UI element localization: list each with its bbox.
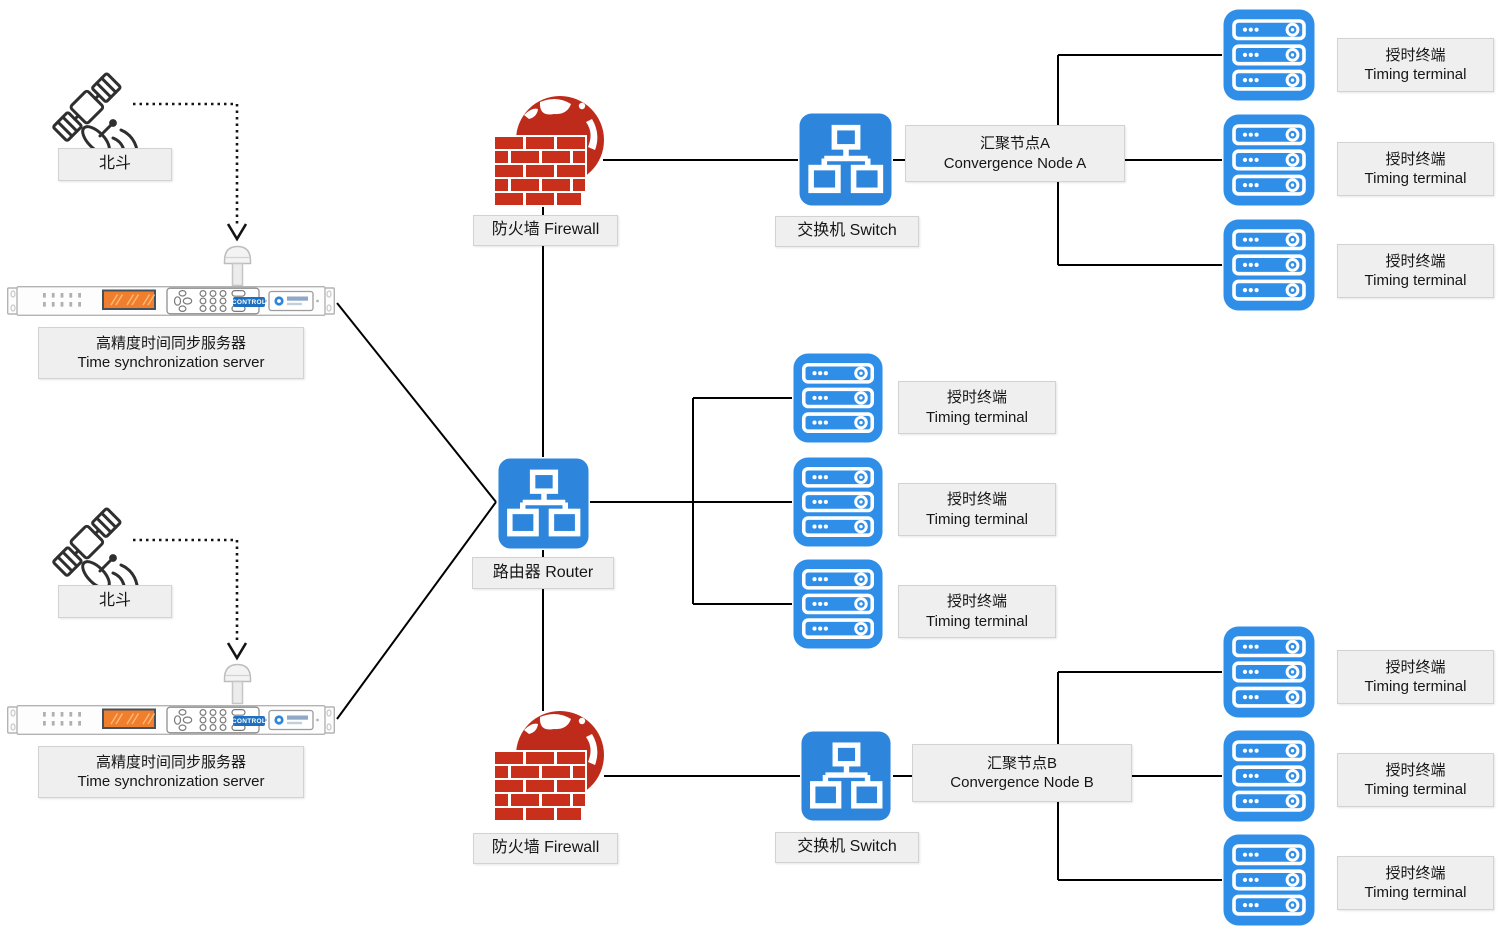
timing-terminal-zh: 授时终端 xyxy=(1385,252,1446,270)
server-stack-icon xyxy=(1222,113,1316,207)
network-switch-icon xyxy=(798,112,893,207)
gps-antenna-icon xyxy=(222,661,253,705)
convergence-node-a-zh: 汇聚节点A xyxy=(979,135,1050,152)
timing-terminal-en: Timing terminal xyxy=(926,408,1028,426)
convergence-node-b-label: 汇聚节点B Convergence Node B xyxy=(912,744,1132,802)
switch-label: 交换机 Switch xyxy=(775,832,919,863)
time-server-label-en: Time synchronization server xyxy=(77,354,265,371)
server-stack-icon xyxy=(1222,729,1316,823)
switch-label: 交换机 Switch xyxy=(775,216,919,247)
router-label: 路由器 Router xyxy=(472,557,614,589)
firewall-label-text: 防火墙 Firewall xyxy=(491,839,600,857)
timing-terminal-label: 授时终端 Timing terminal xyxy=(1337,856,1494,910)
firewall-brick-globe-icon xyxy=(494,710,609,825)
time-server-label: 高精度时间同步服务器 Time synchronization server xyxy=(38,746,304,798)
timing-terminal-zh: 授时终端 xyxy=(1385,658,1446,676)
server-stack-icon xyxy=(792,558,884,650)
convergence-node-a-label: 汇聚节点A Convergence Node A xyxy=(905,125,1125,182)
control-button: CONTROL xyxy=(231,297,267,307)
switch-label-text: 交换机 Switch xyxy=(797,222,897,240)
server-stack-icon xyxy=(792,352,884,444)
timing-terminal-en: Timing terminal xyxy=(926,510,1028,528)
firewall-label: 防火墙 Firewall xyxy=(473,215,618,246)
timing-terminal-zh: 授时终端 xyxy=(946,593,1007,610)
timing-terminal-en: Timing terminal xyxy=(1364,884,1467,901)
timing-terminal-label: 授时终端 Timing terminal xyxy=(898,585,1056,638)
firewall-label-text: 防火墙 Firewall xyxy=(491,221,600,239)
timing-terminal-zh: 授时终端 xyxy=(1385,46,1446,64)
server-stack-icon xyxy=(1222,8,1316,102)
timing-terminal-label: 授时终端 Timing terminal xyxy=(1337,753,1494,807)
server-stack-icon xyxy=(1222,833,1316,927)
timing-terminal-en: Timing terminal xyxy=(1364,66,1467,83)
beidou-label-text: 北斗 xyxy=(98,155,131,173)
time-server-label-zh: 高精度时间同步服务器 xyxy=(95,753,246,771)
timing-terminal-en: Timing terminal xyxy=(926,612,1028,630)
time-server-label-en: Time synchronization server xyxy=(77,773,265,790)
timing-terminal-label: 授时终端 Timing terminal xyxy=(898,483,1056,536)
timing-terminal-label: 授时终端 Timing terminal xyxy=(898,381,1056,434)
timing-terminal-en: Timing terminal xyxy=(1364,678,1467,695)
firewall-label: 防火墙 Firewall xyxy=(473,833,618,864)
satellite-signal-dotted-line xyxy=(133,102,239,643)
rack-server-device xyxy=(7,286,335,316)
server-stack-icon xyxy=(1222,625,1316,719)
timing-terminal-zh: 授时终端 xyxy=(1385,150,1446,168)
timing-terminal-zh: 授时终端 xyxy=(1385,864,1446,882)
server-stack-icon xyxy=(792,456,884,548)
switch-label-text: 交换机 Switch xyxy=(797,838,897,856)
server-stack-icon xyxy=(1222,218,1316,312)
timing-terminal-en: Timing terminal xyxy=(1364,272,1467,289)
timing-terminal-label: 授时终端 Timing terminal xyxy=(1337,650,1494,704)
timing-terminal-zh: 授时终端 xyxy=(1385,761,1446,779)
timing-terminal-zh: 授时终端 xyxy=(946,491,1007,508)
control-button: CONTROL xyxy=(231,716,267,726)
beidou-label: 北斗 xyxy=(58,585,172,618)
timing-terminal-zh: 授时终端 xyxy=(946,389,1007,406)
network-router-icon xyxy=(497,457,590,550)
router-label-text: 路由器 Router xyxy=(492,563,594,581)
network-switch-icon xyxy=(800,730,892,822)
rack-server-device xyxy=(7,705,335,735)
beidou-label-text: 北斗 xyxy=(98,592,131,610)
timing-terminal-en: Timing terminal xyxy=(1364,170,1467,187)
beidou-label: 北斗 xyxy=(58,148,172,181)
timing-terminal-label: 授时终端 Timing terminal xyxy=(1337,244,1494,298)
arrowhead-icon xyxy=(226,223,248,661)
timing-terminal-label: 授时终端 Timing terminal xyxy=(1337,142,1494,196)
time-server-label-zh: 高精度时间同步服务器 xyxy=(95,334,246,352)
convergence-node-b-zh: 汇聚节点B xyxy=(986,754,1057,772)
firewall-brick-globe-icon xyxy=(494,95,609,210)
gps-antenna-icon xyxy=(222,243,253,287)
convergence-node-a-en: Convergence Node A xyxy=(943,154,1087,172)
timing-terminal-label: 授时终端 Timing terminal xyxy=(1337,38,1494,92)
timing-terminal-en: Timing terminal xyxy=(1364,781,1467,798)
time-server-label: 高精度时间同步服务器 Time synchronization server xyxy=(38,327,304,379)
convergence-node-b-en: Convergence Node B xyxy=(950,774,1094,791)
